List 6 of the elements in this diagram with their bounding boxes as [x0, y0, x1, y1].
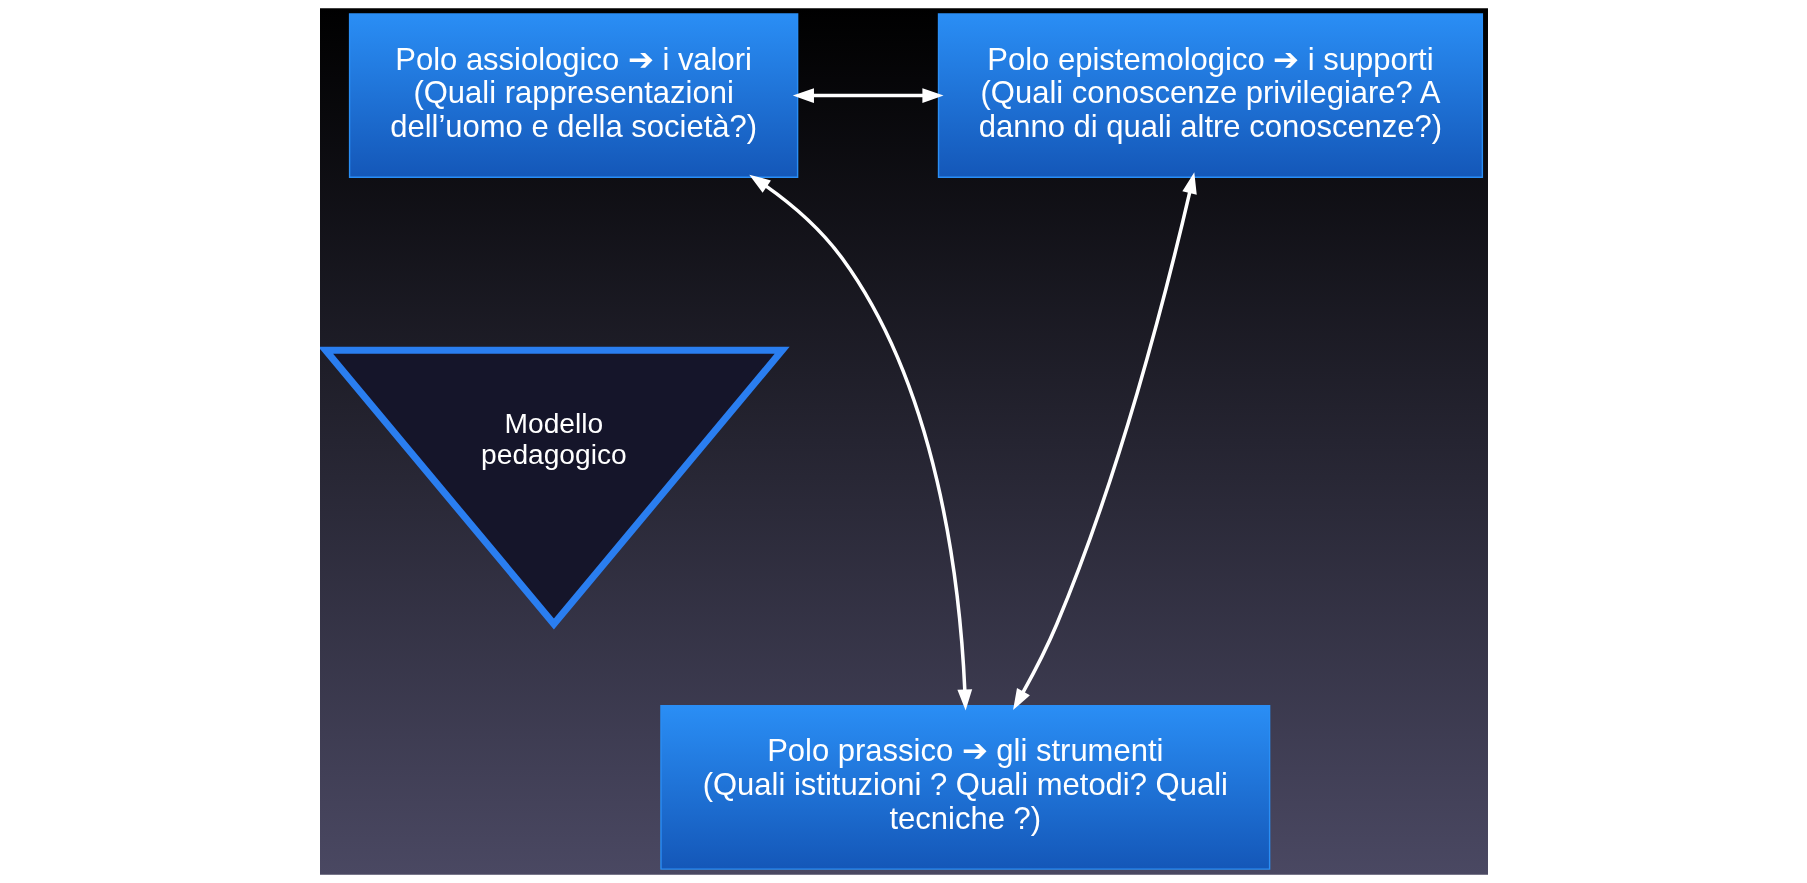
node-box: Polo assiologico ➔ i valori (Quali rappresentazioni dell’uomo e della società?)	[348, 13, 798, 179]
arrow	[748, 174, 972, 711]
arrow	[1012, 172, 1197, 711]
node-box: Polo epistemologico ➔ i supporti (Quali conoscenze privilegiare? A danno di quali altre conoscenze?)	[937, 13, 1483, 179]
arrow	[792, 88, 944, 104]
node-box: Polo prassico ➔ gli strumenti (Quali istituzioni ? Quali metodi? Quali tecniche ?)	[659, 704, 1270, 870]
